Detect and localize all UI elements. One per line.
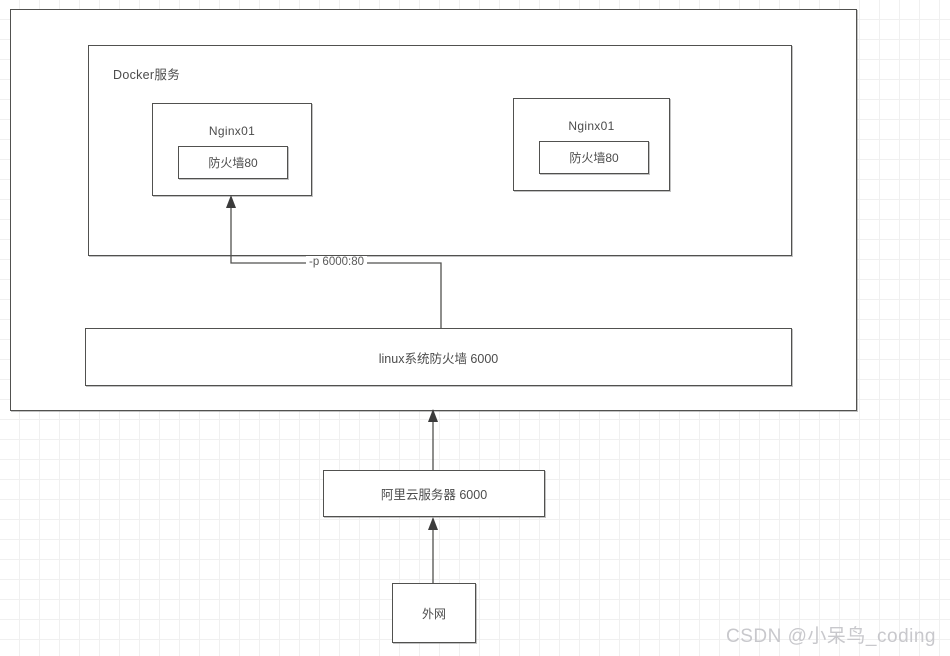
nginx-container-2-firewall-box: 防火墙80 [539,141,649,174]
external-to-cloud-arrowhead [428,517,438,530]
external-network-label: 外网 [421,606,446,621]
cloud-server-label: 阿里云服务器 6000 [380,488,488,502]
linux-system-firewall-box: linux系统防火墙 6000 [85,328,792,386]
linux-system-firewall-label: linux系统防火墙 6000 [378,351,499,366]
watermark-text: CSDN @小呆鸟_coding [726,626,936,647]
external-network-box: 外网 [392,583,476,643]
nginx-container-2-title: Nginx01 [568,119,615,133]
docker-service-label: Docker服务 [113,68,180,82]
nginx-container-1: Nginx01 防火墙80 [152,103,312,196]
nginx-container-2: Nginx01 防火墙80 [513,98,670,191]
nginx-container-2-firewall-label: 防火墙80 [569,151,619,165]
port-mapping-label: -p 6000:80 [306,256,367,268]
cloud-server-box: 阿里云服务器 6000 [323,470,545,517]
nginx-container-1-title: Nginx01 [208,124,256,138]
nginx-container-1-firewall-label: 防火墙80 [208,156,258,170]
nginx-container-1-firewall-box: 防火墙80 [178,146,288,179]
